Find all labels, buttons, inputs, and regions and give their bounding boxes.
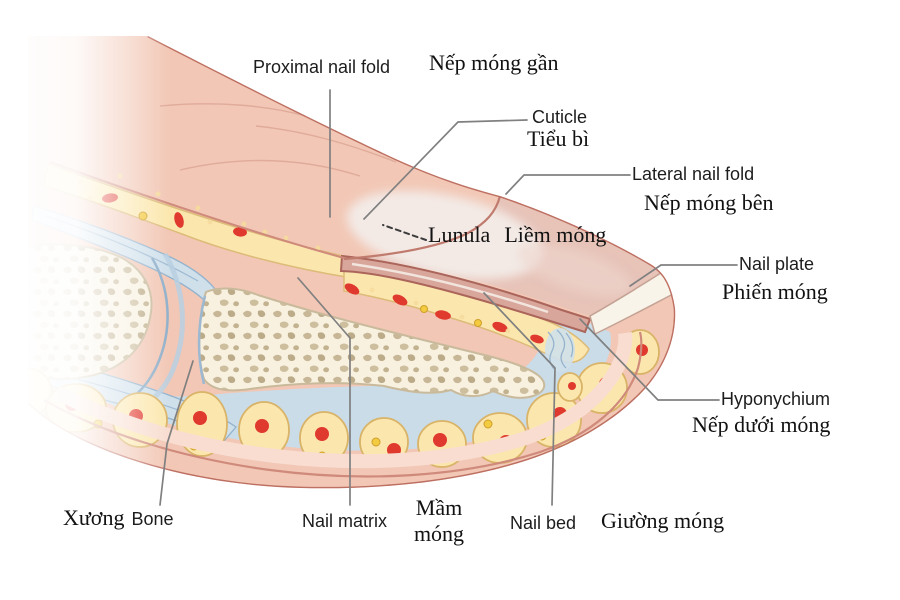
edge-fade xyxy=(0,0,170,600)
label-lateral-nail-fold-vi: Nếp móng bên xyxy=(644,190,774,215)
bone-distal-phalanx xyxy=(198,287,546,399)
label-hyponychium-en: Hyponychium xyxy=(721,389,831,409)
label-bone-en: Bone xyxy=(131,509,174,529)
label-nail-matrix-en: Nail matrix xyxy=(302,511,388,531)
label-lunula-en: Lunula xyxy=(428,222,491,247)
label-bone: Xương Bone xyxy=(63,505,174,531)
label-lunula: Lunula Liềm móng xyxy=(428,222,606,248)
label-bone-vi: Xương xyxy=(63,505,125,530)
label-hyponychium-vi: Nếp dưới móng xyxy=(692,412,831,437)
label-cuticle-en: Cuticle xyxy=(532,107,588,127)
label-nail-plate-vi: Phiến móng xyxy=(722,279,828,304)
label-nail-bed-vi: Giường móng xyxy=(601,508,725,533)
label-proximal-nail-fold-vi: Nếp móng gần xyxy=(429,50,559,75)
label-proximal-nail-fold-en: Proximal nail fold xyxy=(253,57,391,77)
leader-hyponychium xyxy=(579,318,720,401)
nail-sheen xyxy=(517,243,633,297)
leader-cuticle xyxy=(363,119,528,220)
lunula-shape xyxy=(346,190,544,280)
nail-section-highlight xyxy=(351,262,549,314)
nail-bed-texture xyxy=(545,328,575,372)
nail-plate-section xyxy=(339,254,592,334)
label-nail-matrix-vi: Mầm móng xyxy=(413,495,465,546)
leader-bone xyxy=(159,360,194,506)
leader-nail-bed xyxy=(483,292,556,506)
leader-lines xyxy=(159,89,738,506)
label-nail-plate-en: Nail plate xyxy=(739,254,815,274)
leader-nail-matrix xyxy=(297,277,351,506)
joint-cartilage xyxy=(197,295,207,385)
leader-nail-plate xyxy=(629,264,738,287)
label-nail-bed-en: Nail bed xyxy=(510,513,577,533)
label-cuticle-vi: Tiểu bì xyxy=(527,126,590,151)
leader-lunula xyxy=(382,224,427,241)
label-lunula-vi: Liềm móng xyxy=(504,222,607,247)
leader-lateral-nail-fold xyxy=(505,174,631,195)
label-lateral-nail-fold-en: Lateral nail fold xyxy=(632,164,755,184)
